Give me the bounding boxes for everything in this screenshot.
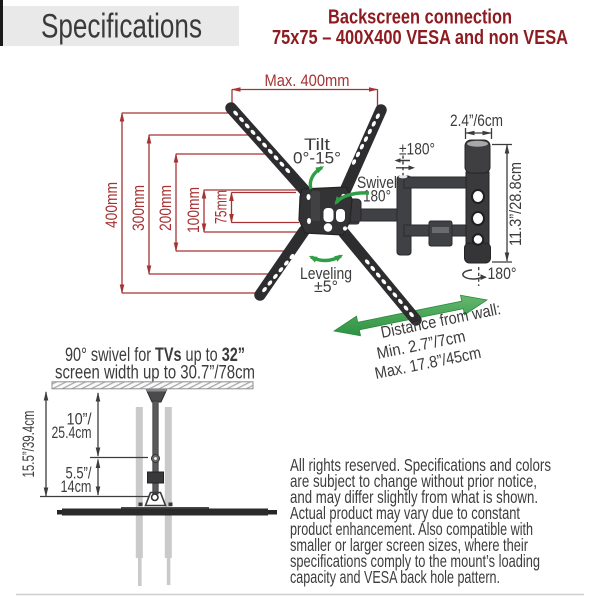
svg-text:180°: 180° bbox=[363, 188, 391, 206]
svg-text:11.3”/28.8cm: 11.3”/28.8cm bbox=[507, 162, 525, 246]
svg-text:400mm: 400mm bbox=[102, 182, 121, 228]
svg-text:Actual product may vary due to: Actual product may vary due to constant bbox=[290, 503, 520, 523]
svg-text:screen width up to 30.7”/78cm: screen width up to 30.7”/78cm bbox=[55, 362, 255, 384]
svg-text:Leveling: Leveling bbox=[300, 265, 352, 283]
svg-text:±180°: ±180° bbox=[399, 141, 435, 159]
svg-text:capacity and VESA back hole pa: capacity and VESA back hole pattern. bbox=[290, 567, 500, 587]
svg-text:specifications comply to the m: specifications comply to the mount’s loa… bbox=[290, 551, 540, 571]
svg-text:90° swivel for TVs up to 32”: 90° swivel for TVs up to 32” bbox=[65, 344, 245, 366]
svg-text:and may differ slightly from w: and may differ slightly from what is sho… bbox=[290, 487, 538, 507]
svg-text:25.4cm: 25.4cm bbox=[52, 424, 92, 442]
svg-text:180°: 180° bbox=[488, 265, 517, 283]
svg-text:±5°: ±5° bbox=[314, 278, 338, 296]
svg-text:are subject to change without: are subject to change without prior noti… bbox=[290, 471, 537, 491]
svg-text:2.4”/6cm: 2.4”/6cm bbox=[450, 112, 503, 130]
svg-text:14cm: 14cm bbox=[61, 478, 92, 496]
svg-text:0°-15°: 0°-15° bbox=[293, 150, 341, 168]
svg-text:300mm: 300mm bbox=[129, 185, 148, 231]
svg-text:200mm: 200mm bbox=[156, 185, 175, 231]
svg-text:75mm: 75mm bbox=[212, 190, 231, 224]
svg-text:5.5”/: 5.5”/ bbox=[66, 465, 92, 483]
svg-text:Max. 400mm: Max. 400mm bbox=[265, 71, 350, 90]
svg-text:Backscreen connection: Backscreen connection bbox=[328, 7, 512, 29]
svg-text:All rights reserved. Specifica: All rights reserved. Specifications and … bbox=[290, 455, 551, 475]
svg-text:Tilt: Tilt bbox=[304, 136, 330, 154]
svg-text:smaller or larger screen sizes: smaller or larger screen sizes, where th… bbox=[290, 535, 528, 555]
svg-text:15.5”/39.4cm: 15.5”/39.4cm bbox=[20, 411, 38, 478]
svg-text:10”/: 10”/ bbox=[67, 411, 92, 429]
svg-text:75x75 – 400X400 VESA and non V: 75x75 – 400X400 VESA and non VESA bbox=[272, 27, 568, 49]
svg-text:product enhancement. Also comp: product enhancement. Also compatible wit… bbox=[290, 519, 533, 539]
svg-text:Swivel: Swivel bbox=[357, 174, 397, 192]
svg-text:100mm: 100mm bbox=[184, 187, 203, 233]
svg-text:Specifications: Specifications bbox=[41, 8, 202, 46]
